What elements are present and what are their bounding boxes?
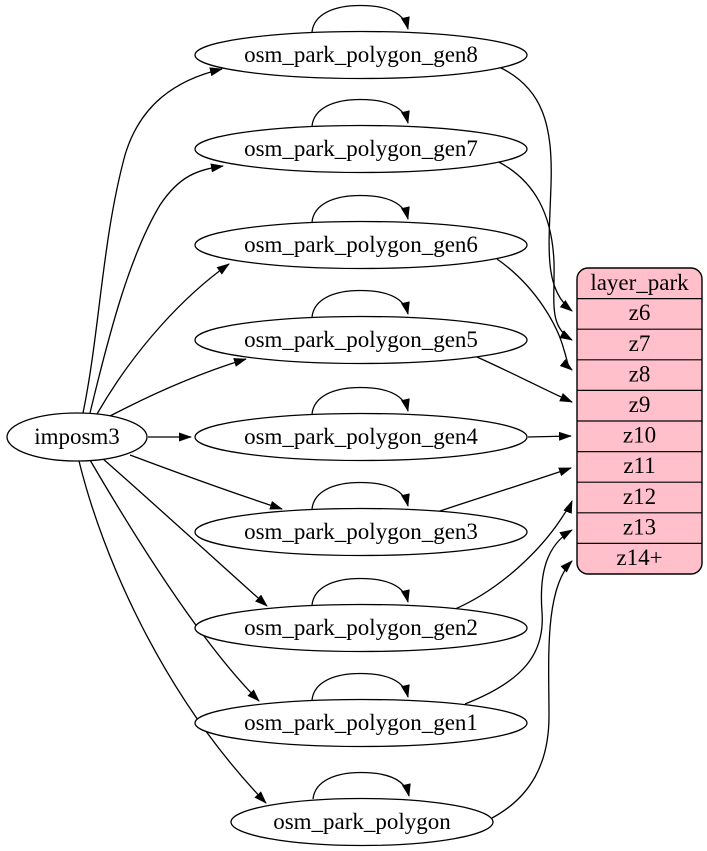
edges-from-source [78, 67, 283, 804]
edge-gen1-z13 [464, 529, 573, 705]
row-z12: z12 [623, 484, 656, 509]
gen7-ellipse [194, 124, 528, 174]
row-z6: z6 [629, 300, 651, 325]
self-loop-gen2 [311, 577, 410, 606]
row-z8: z8 [629, 362, 651, 387]
node-osm-park-polygon-gen8: osm_park_polygon_gen8 [194, 30, 528, 80]
row-z10: z10 [623, 423, 656, 448]
edge-imposm3-gen3 [129, 454, 283, 510]
gen6-ellipse [194, 220, 528, 270]
gen7-label: osm_park_polygon_gen7 [244, 136, 478, 161]
gen4-label: osm_park_polygon_gen4 [244, 424, 478, 449]
imposm3-label: imposm3 [34, 424, 120, 449]
gen5-ellipse [194, 315, 528, 365]
edge-imposm3-gen6 [96, 263, 230, 415]
gen2-label: osm_park_polygon_gen2 [244, 615, 478, 640]
edge-gen5-z9 [476, 356, 573, 403]
gen3-ellipse [194, 507, 528, 557]
osm-park-polygon-ellipse [230, 797, 494, 847]
edge-imposm3-osm-park-polygon [78, 460, 267, 804]
osm-park-polygon-label: osm_park_polygon [273, 809, 451, 834]
edges-to-layer [433, 65, 573, 819]
layer-park-table: layer_park z6 z7 z8 z9 z10 z11 z12 z13 z… [576, 267, 703, 575]
gen1-label: osm_park_polygon_gen1 [244, 710, 478, 735]
edge-osm-park-polygon-z14 [491, 560, 573, 819]
self-loop-gen7 [311, 98, 410, 127]
self-loop-gen4 [311, 386, 410, 415]
edge-imposm3-gen7 [89, 163, 224, 414]
gen4-ellipse [194, 412, 528, 462]
edge-gen8-z6 [496, 65, 573, 312]
edge-imposm3-gen8 [82, 67, 223, 414]
node-osm-park-polygon-gen7: osm_park_polygon_gen7 [194, 124, 528, 174]
gen8-ellipse [194, 30, 528, 80]
node-osm-park-polygon-gen2: osm_park_polygon_gen2 [194, 603, 528, 653]
edge-gen2-z12 [452, 500, 573, 611]
gen5-label: osm_park_polygon_gen5 [244, 327, 478, 352]
self-loop-gen6 [311, 194, 410, 223]
row-z13: z13 [623, 515, 656, 540]
row-z9: z9 [629, 392, 651, 417]
edge-gen7-z7 [496, 160, 573, 341]
gen1-ellipse [194, 698, 528, 748]
self-loop-gen8 [311, 4, 410, 33]
edge-imposm3-gen1 [89, 459, 260, 702]
edge-gen4-z10 [527, 431, 572, 441]
node-osm-park-polygon-gen3: osm_park_polygon_gen3 [194, 507, 528, 557]
row-z11: z11 [623, 453, 655, 478]
node-osm-park-polygon: osm_park_polygon [230, 797, 494, 847]
node-osm-park-polygon-gen4: osm_park_polygon_gen4 [194, 412, 528, 462]
gen2-ellipse [194, 603, 528, 653]
gen6-label: osm_park_polygon_gen6 [244, 232, 478, 257]
node-osm-park-polygon-gen6: osm_park_polygon_gen6 [194, 220, 528, 270]
self-loop-gen1 [311, 672, 410, 701]
gen3-label: osm_park_polygon_gen3 [244, 519, 478, 544]
self-loop-gen3 [311, 481, 410, 510]
node-imposm3: imposm3 [6, 412, 148, 462]
edge-gen3-z11 [433, 467, 572, 514]
edge-imposm3-gen5 [109, 358, 247, 417]
imposm3-ellipse [6, 412, 148, 462]
node-osm-park-polygon-gen5: osm_park_polygon_gen5 [194, 315, 528, 365]
node-osm-park-polygon-gen1: osm_park_polygon_gen1 [194, 698, 528, 748]
edge-gen6-z8 [496, 258, 573, 371]
layer-park-title: layer_park [590, 270, 689, 295]
self-loop-osm-park-polygon [312, 771, 411, 800]
row-z14: z14+ [616, 545, 662, 570]
edge-imposm3-gen2 [101, 457, 268, 607]
row-z7: z7 [629, 331, 651, 356]
self-loops [311, 4, 411, 800]
gen8-label: osm_park_polygon_gen8 [244, 42, 478, 67]
self-loop-gen5 [311, 289, 410, 318]
